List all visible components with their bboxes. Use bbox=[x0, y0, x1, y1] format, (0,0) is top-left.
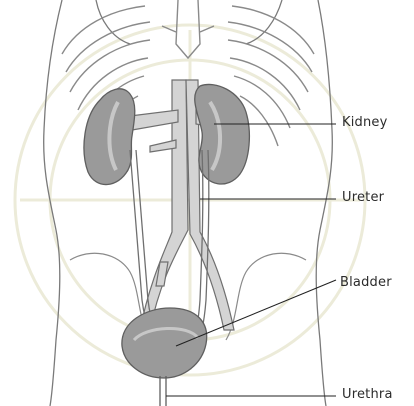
bladder-label: Bladder bbox=[340, 275, 392, 290]
kidney-label: Kidney bbox=[342, 115, 388, 130]
urethra bbox=[160, 376, 166, 406]
bladder bbox=[122, 308, 207, 378]
urethra-label: Urethra bbox=[342, 387, 393, 402]
left-kidney bbox=[84, 89, 135, 185]
ureter-label: Ureter bbox=[342, 190, 384, 205]
